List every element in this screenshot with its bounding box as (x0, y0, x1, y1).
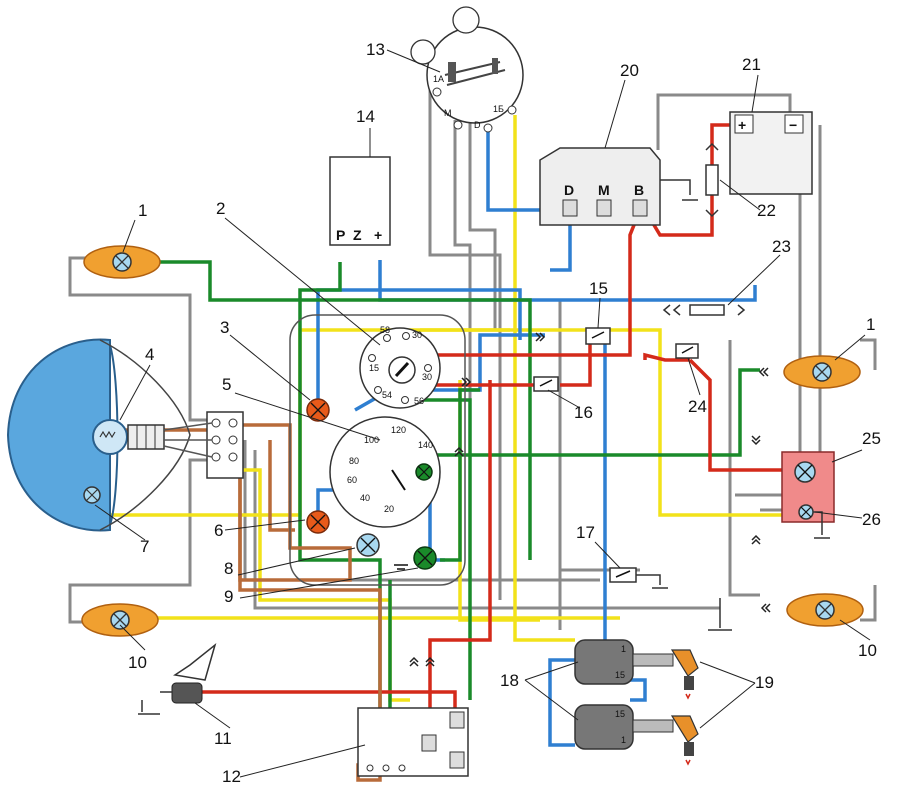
callout-17: 17 (576, 523, 595, 542)
relay-terminal-m: M (598, 182, 610, 198)
yellow-wires (88, 115, 790, 702)
callout-1: 1 (138, 201, 147, 220)
turn-lamp-front-left (83, 245, 161, 279)
speedo-tick-120: 120 (391, 425, 406, 435)
switch-15 (585, 327, 611, 345)
callout-leaders (94, 49, 871, 778)
turn-lamp-front-right (783, 355, 861, 389)
switch-terminal-54: 54 (382, 390, 392, 400)
callout-19: 19 (755, 673, 774, 692)
indicator-lamp-red-bottom (306, 510, 330, 534)
callout-4: 4 (145, 345, 154, 364)
fuse-box (357, 707, 469, 777)
speedo-tick-140: 140 (418, 440, 433, 450)
callout-1-right: 1 (866, 315, 875, 334)
callout-22: 22 (757, 201, 776, 220)
distributor-terminal-m: M (444, 108, 452, 118)
regulator-terminal-plus: + (374, 227, 382, 243)
ground-icon (708, 598, 732, 631)
callout-24: 24 (688, 397, 707, 416)
inline-fuse (662, 304, 746, 316)
relay-terminal-d: D (564, 182, 574, 198)
distributor-terminal-d: D (474, 120, 481, 130)
instrument-cluster: 58 30 15 30 54 56 20 40 60 80 100 120 14… (289, 314, 466, 586)
regulator-terminal-z: Z (353, 227, 362, 243)
callout-18: 18 (500, 671, 519, 690)
callout-13: 13 (366, 40, 385, 59)
callout-21: 21 (742, 55, 761, 74)
callout-10-right: 10 (858, 641, 877, 660)
switch-terminal-30: 30 (412, 330, 422, 340)
callout-11: 11 (214, 729, 232, 748)
speedometer-needle (391, 469, 406, 491)
switch-24 (675, 343, 699, 359)
coil-bottom-terminal-15: 15 (615, 709, 625, 719)
switch-terminal-56: 56 (414, 396, 424, 406)
switch-terminal-30b: 30 (422, 372, 432, 382)
ignition-coil-top: 1 15 (574, 639, 674, 685)
callout-10: 10 (128, 653, 147, 672)
ignition-coil-bottom: 15 1 (574, 704, 674, 750)
switch-17 (609, 567, 668, 589)
turn-signal-relay (781, 451, 835, 539)
spark-plug-caps (670, 649, 699, 766)
callout-6: 6 (214, 521, 223, 540)
turn-lamp-rear-left (81, 603, 159, 637)
switch-terminal-15: 15 (369, 363, 379, 373)
callout-16: 16 (574, 403, 593, 422)
coil-top-terminal-1: 1 (621, 644, 626, 654)
callout-5: 5 (222, 375, 231, 394)
coil-top-terminal-15: 15 (615, 670, 625, 680)
battery-terminal-plus: + (738, 117, 746, 133)
callout-3: 3 (220, 318, 229, 337)
horn (160, 642, 217, 704)
indicator-lamp-red-top (306, 398, 330, 422)
callout-23: 23 (772, 237, 791, 256)
speedo-tick-20: 20 (384, 504, 394, 514)
green-wires (160, 260, 760, 760)
relay-regulator: D M B (539, 147, 698, 226)
switch-16 (533, 376, 559, 392)
distributor-terminal-1b: 1Б (493, 104, 504, 114)
callout-12: 12 (222, 767, 241, 786)
callout-numbers: 1 2 3 4 5 6 7 8 9 10 11 12 13 14 15 16 1… (128, 40, 881, 786)
relay-terminal-b: B (634, 182, 644, 198)
callout-15: 15 (589, 279, 608, 298)
callout-26: 26 (862, 510, 881, 529)
speedo-tick-80: 80 (349, 456, 359, 466)
turn-lamp-rear-right (786, 593, 864, 627)
callout-14: 14 (356, 107, 375, 126)
horn-ground-icon (138, 700, 160, 715)
headlight (6, 338, 191, 532)
terminal-block (163, 411, 244, 479)
connector-markers (409, 332, 771, 667)
distributor-terminal-1a: 1A (433, 74, 444, 84)
callout-7: 7 (140, 537, 149, 556)
indicator-lamp-green (413, 546, 437, 570)
regulator-terminal-p: P (336, 227, 345, 243)
headlight-bulb-icon (92, 419, 128, 455)
ignition-distributor: 1A M D 1Б (410, 6, 524, 133)
coil-bottom-terminal-1: 1 (621, 735, 626, 745)
switch-terminal-58: 58 (380, 325, 390, 335)
speedo-tick-60: 60 (347, 475, 357, 485)
callout-8: 8 (224, 559, 233, 578)
red-wires (200, 123, 790, 760)
callout-2: 2 (216, 199, 225, 218)
callout-25: 25 (862, 429, 881, 448)
battery-terminal-minus: − (789, 117, 797, 133)
indicator-lamp-blue (356, 533, 380, 557)
callout-20: 20 (620, 61, 639, 80)
gray-wires (68, 90, 877, 630)
speedometer (329, 416, 441, 528)
fuse (705, 142, 719, 218)
battery: + − (729, 111, 813, 195)
callout-9: 9 (224, 587, 233, 606)
voltage-regulator: P Z + (329, 156, 391, 246)
speedo-tick-40: 40 (360, 493, 370, 503)
speedo-tick-100: 100 (364, 435, 379, 445)
